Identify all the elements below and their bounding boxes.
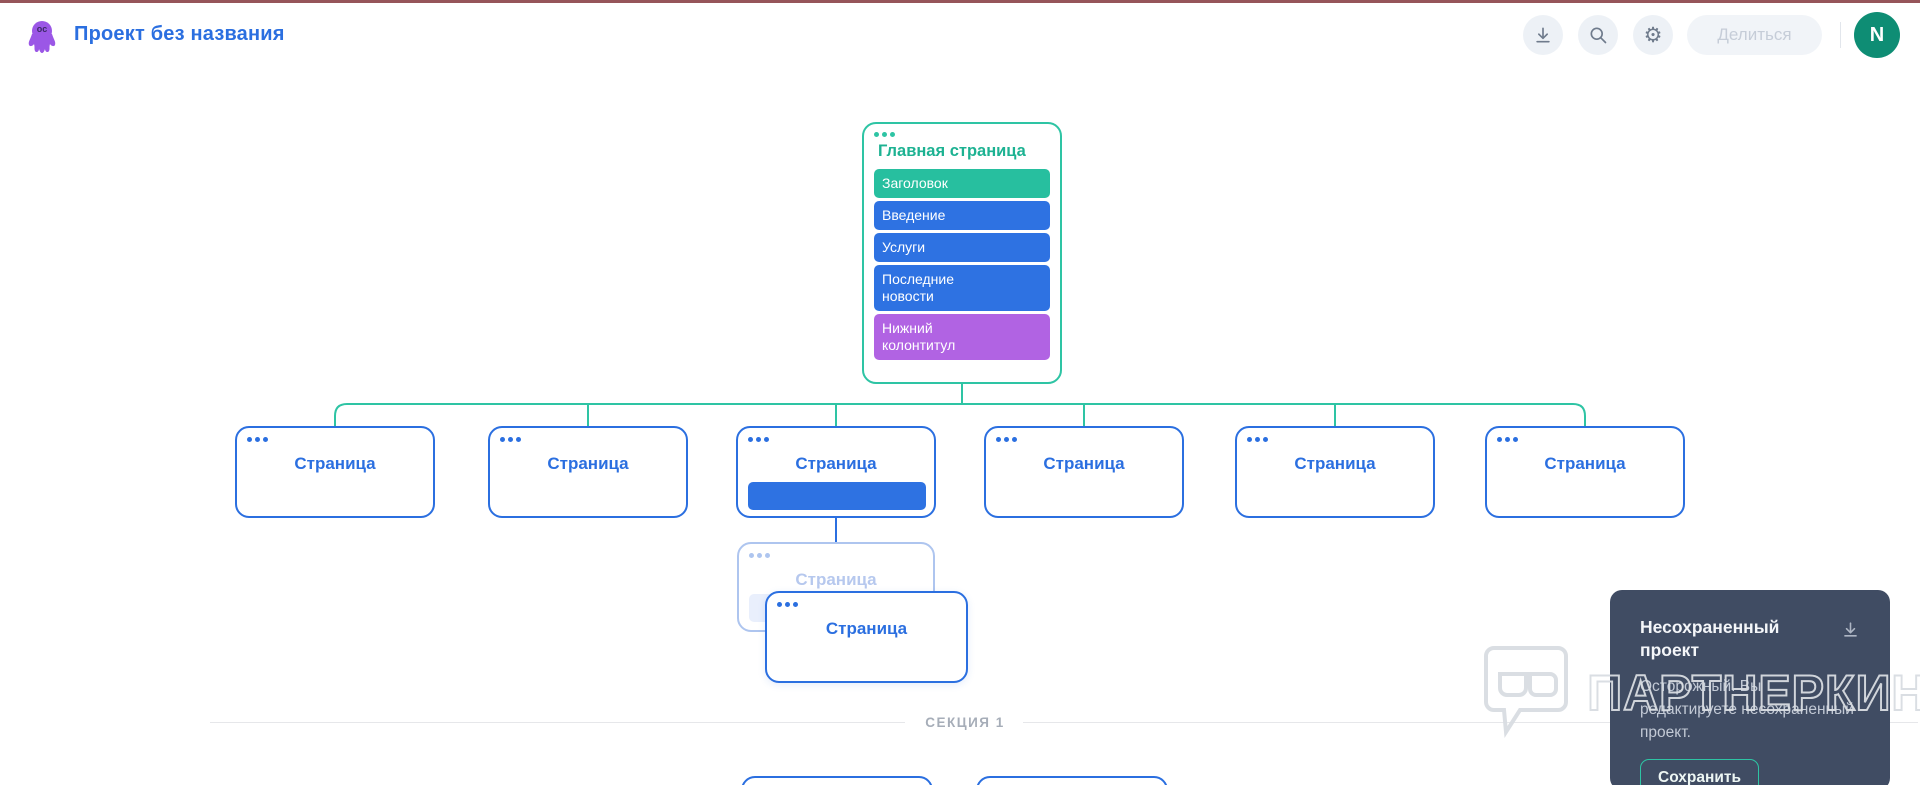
sitemap-node-page-2[interactable]: Страница — [488, 426, 688, 518]
content-block-services[interactable]: Услуги — [874, 233, 1050, 262]
section-line-left — [210, 722, 905, 723]
sitemap-node-page-1[interactable]: Страница — [235, 426, 435, 518]
content-block-news[interactable]: Последние новости — [874, 265, 1050, 311]
svg-text:oc: oc — [37, 24, 48, 34]
octopus-logo-icon[interactable]: oc — [22, 16, 62, 56]
node-title[interactable]: Страница — [1294, 454, 1376, 473]
unsaved-panel-title: Несохраненный проект — [1640, 617, 1780, 660]
gear-icon: ⚙ — [1643, 23, 1663, 47]
section-line-right — [1023, 722, 1918, 723]
sitemap-node-cutoff-2[interactable] — [976, 776, 1168, 785]
settings-button[interactable]: ⚙ — [1633, 15, 1673, 55]
node-menu-dots-icon[interactable] — [247, 437, 423, 442]
node-title[interactable]: Страница — [294, 454, 376, 473]
node-menu-dots-icon — [749, 553, 923, 558]
node-title[interactable]: Страница — [825, 619, 908, 638]
unsaved-panel-message: Осторожный. Вы редактируете несохраненны… — [1640, 677, 1854, 742]
avatar[interactable]: N — [1854, 12, 1900, 58]
top-accent-strip — [0, 0, 1920, 3]
sitemap-node-page-6[interactable]: Страница — [1485, 426, 1685, 518]
download-icon — [1533, 25, 1553, 45]
node-title[interactable]: Страница — [1544, 454, 1626, 473]
project-title[interactable]: Проект без названия — [74, 23, 285, 45]
sitemap-node-page-4[interactable]: Страница — [984, 426, 1184, 518]
save-button[interactable]: Сохранить — [1640, 759, 1759, 785]
node-menu-dots-icon[interactable] — [1497, 437, 1673, 442]
section-label: СЕКЦИЯ 1 — [925, 715, 1005, 730]
node-menu-dots-icon[interactable] — [996, 437, 1172, 442]
node-menu-dots-icon[interactable] — [748, 437, 924, 442]
download-button[interactable] — [1523, 15, 1563, 55]
search-button[interactable] — [1578, 15, 1618, 55]
content-block-header[interactable]: Заголовок — [874, 169, 1050, 198]
header-divider — [1840, 22, 1841, 48]
unsaved-project-panel: Несохраненный проект Осторожный. Вы реда… — [1610, 590, 1890, 785]
node-title[interactable]: Главная страница — [878, 142, 1026, 160]
sitemap-node-dragged[interactable]: Страница — [765, 591, 968, 683]
sitemap-node-cutoff-1[interactable] — [741, 776, 933, 785]
content-block-intro[interactable]: Введение — [874, 201, 1050, 230]
node-title[interactable]: Страница — [795, 454, 877, 473]
node-menu-dots-icon[interactable] — [777, 602, 956, 607]
node-menu-dots-icon[interactable] — [874, 132, 1050, 137]
content-block-footer[interactable]: Нижний колонтитул — [874, 314, 1050, 360]
share-button[interactable]: Делиться — [1687, 15, 1822, 55]
search-icon — [1588, 25, 1608, 45]
node-menu-dots-icon[interactable] — [500, 437, 676, 442]
node-title[interactable]: Страница — [547, 454, 629, 473]
section-divider: СЕКЦИЯ 1 — [0, 715, 1920, 731]
node-menu-dots-icon[interactable] — [1247, 437, 1423, 442]
content-block-empty[interactable] — [748, 482, 926, 510]
sitemap-node-page-3[interactable]: Страница — [736, 426, 936, 518]
sitemap-node-home[interactable]: Главная страница Заголовок Введение Услу… — [862, 122, 1062, 384]
node-title: Страница — [795, 570, 877, 589]
download-icon[interactable] — [1841, 620, 1860, 644]
node-title[interactable]: Страница — [1043, 454, 1125, 473]
sitemap-node-page-5[interactable]: Страница — [1235, 426, 1435, 518]
